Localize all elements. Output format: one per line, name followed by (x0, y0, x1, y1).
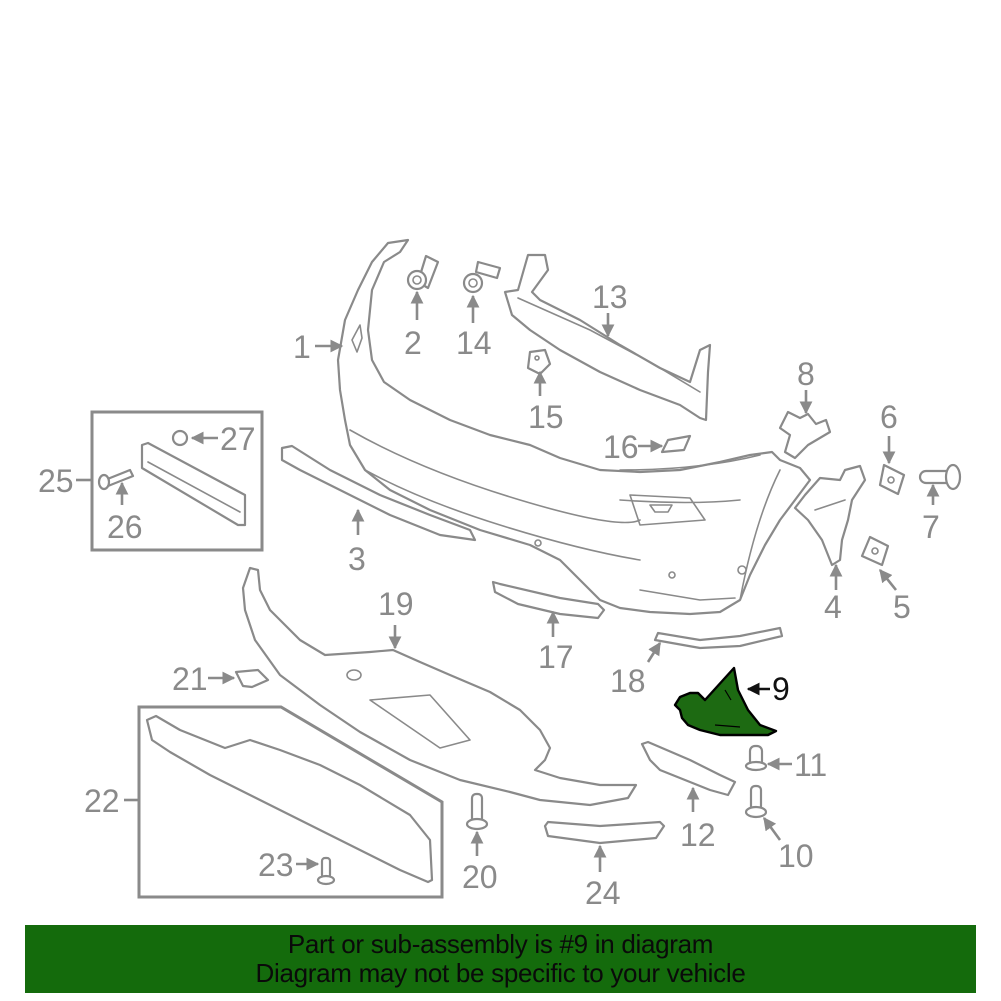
callout-18: 18 (610, 641, 662, 699)
svg-text:13: 13 (592, 279, 628, 315)
part-20-bolt (465, 792, 489, 831)
info-banner: Part or sub-assembly is #9 in diagram Di… (25, 925, 976, 993)
part-8-bracket (778, 410, 832, 460)
svg-text:6: 6 (880, 399, 898, 435)
callout-27: 27 (190, 421, 256, 457)
part-21-cap (234, 668, 270, 689)
part-15-clip (526, 348, 552, 376)
part-3-trim-strip (280, 444, 477, 542)
svg-text:10: 10 (778, 838, 814, 874)
svg-text:17: 17 (538, 639, 574, 675)
svg-text:9: 9 (772, 671, 790, 707)
part-19-undertray (241, 566, 638, 807)
part-6-nut (878, 463, 906, 496)
svg-text:22: 22 (84, 783, 120, 819)
svg-text:4: 4 (824, 589, 842, 625)
part-4-side-bracket (793, 464, 867, 567)
callout-6: 6 (880, 399, 898, 465)
svg-text:2: 2 (404, 325, 422, 361)
callout-15: 15 (528, 370, 564, 435)
svg-text:25: 25 (38, 463, 74, 499)
callout-8: 8 (797, 356, 815, 415)
callout-19: 19 (378, 586, 414, 650)
part-11-pin (744, 744, 768, 772)
callout-1: 1 (293, 329, 344, 365)
svg-text:1: 1 (293, 329, 311, 365)
callout-17: 17 (538, 610, 574, 675)
svg-text:5: 5 (893, 589, 911, 625)
svg-text:26: 26 (107, 509, 143, 545)
box-25-license-bracket (90, 410, 264, 552)
callout-3: 3 (348, 508, 366, 577)
svg-text:3: 3 (348, 541, 366, 577)
svg-text:24: 24 (585, 875, 621, 911)
part-10-bolt (744, 784, 768, 819)
svg-text:23: 23 (258, 847, 294, 883)
callout-5: 5 (878, 568, 911, 625)
callout-10: 10 (762, 816, 814, 874)
callout-4: 4 (824, 563, 843, 625)
svg-text:18: 18 (610, 663, 646, 699)
svg-text:15: 15 (528, 399, 564, 435)
banner-line-part-number: Part or sub-assembly is #9 in diagram (287, 929, 714, 959)
part-13-reinforcement (503, 253, 712, 422)
callout-23: 23 (258, 847, 320, 883)
callout-12: 12 (680, 786, 716, 853)
callout-24: 24 (585, 844, 621, 911)
svg-text:7: 7 (922, 509, 940, 545)
part-14-bolt (462, 260, 502, 294)
svg-text:11: 11 (794, 747, 827, 783)
svg-text:19: 19 (378, 586, 414, 622)
part-2-bolt (406, 254, 440, 291)
callout-2: 2 (404, 290, 424, 361)
part-16-cap (660, 434, 692, 454)
svg-text:20: 20 (462, 859, 498, 895)
callout-7: 7 (922, 483, 940, 545)
callout-11: 11 (766, 747, 827, 783)
part-17-lower-trim (491, 580, 606, 620)
svg-text:21: 21 (172, 661, 208, 697)
callout-13: 13 (592, 279, 628, 338)
part-12-strip (640, 740, 737, 797)
part-5-nut (860, 535, 890, 567)
callout-25: 25 (38, 463, 92, 499)
callout-14: 14 (456, 294, 492, 361)
svg-text:12: 12 (680, 817, 716, 853)
banner-line-disclaimer: Diagram may not be specific to your vehi… (255, 958, 746, 988)
part-1-bumper-cover (336, 238, 812, 616)
svg-text:8: 8 (797, 356, 815, 392)
part-24-trim (543, 820, 666, 845)
part-18-trim (653, 626, 784, 650)
callout-22: 22 (84, 783, 139, 819)
part-9-deflector-highlighted (673, 666, 778, 737)
callout-21: 21 (172, 661, 236, 697)
callout-16: 16 (603, 429, 664, 465)
callout-9: 9 (746, 671, 790, 707)
part-7-pin (918, 463, 962, 491)
svg-text:14: 14 (456, 325, 492, 361)
callout-20: 20 (462, 830, 498, 895)
svg-text:16: 16 (603, 429, 639, 465)
svg-text:27: 27 (220, 421, 256, 457)
box-22-lower-assembly (137, 705, 444, 899)
callout-26: 26 (107, 481, 143, 545)
